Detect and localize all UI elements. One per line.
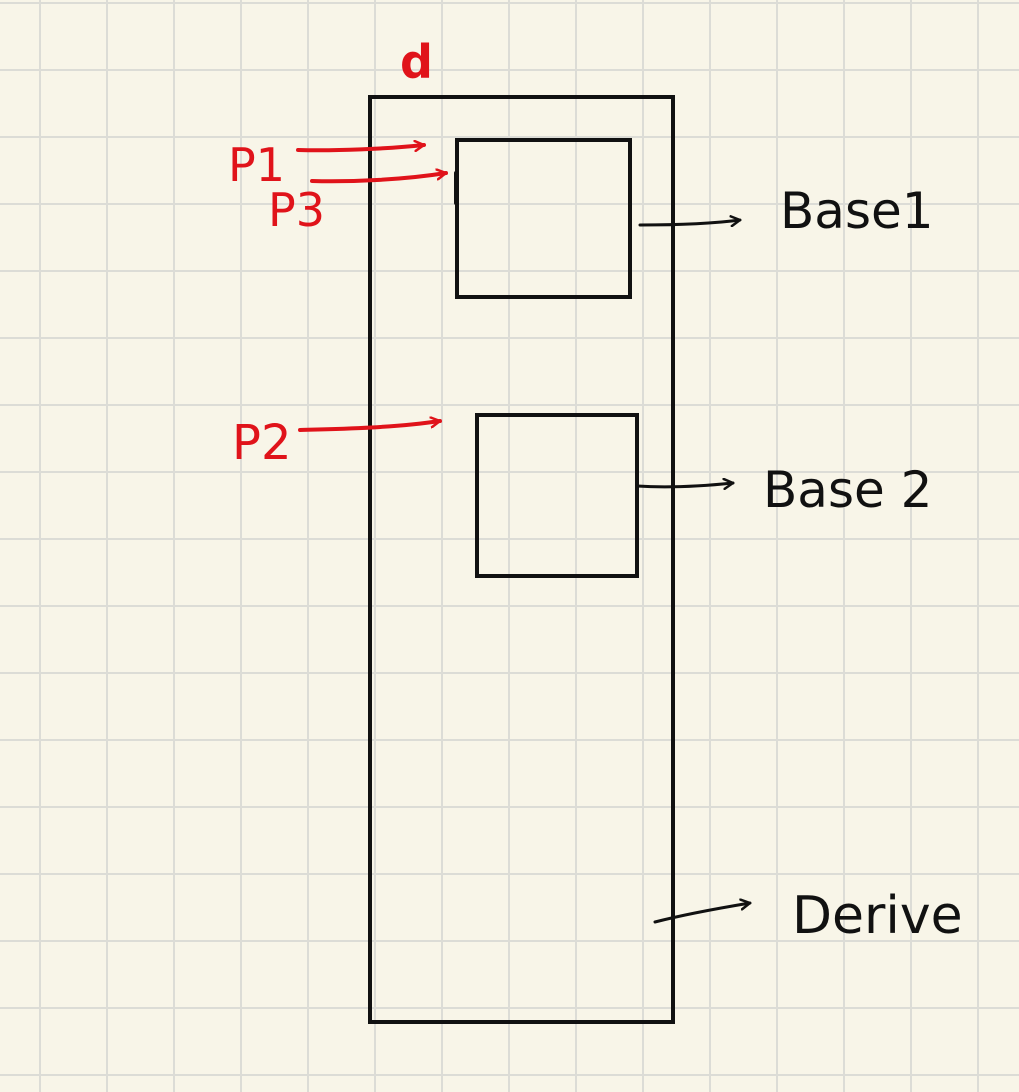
base1-label-arrow bbox=[638, 220, 742, 225]
base1-subobject-box bbox=[455, 138, 632, 299]
derive-label-arrow bbox=[653, 903, 752, 924]
pointer-p3-arrow bbox=[310, 173, 448, 184]
variable-label-d: d bbox=[400, 35, 433, 89]
pointer-p2-label: P2 bbox=[232, 415, 291, 471]
base2-subobject-box bbox=[475, 413, 639, 578]
derive-object-box bbox=[368, 95, 675, 1024]
pointer-p1-arrow bbox=[296, 145, 426, 153]
pointer-p1-label: P1 bbox=[228, 138, 285, 192]
base2-label-arrow bbox=[635, 483, 735, 487]
base1-label: Base1 bbox=[780, 182, 934, 240]
pointer-p2-arrow bbox=[298, 421, 442, 432]
pointer-p3-label: P3 bbox=[268, 183, 325, 237]
base2-label: Base 2 bbox=[763, 461, 932, 519]
derive-label: Derive bbox=[792, 886, 963, 946]
